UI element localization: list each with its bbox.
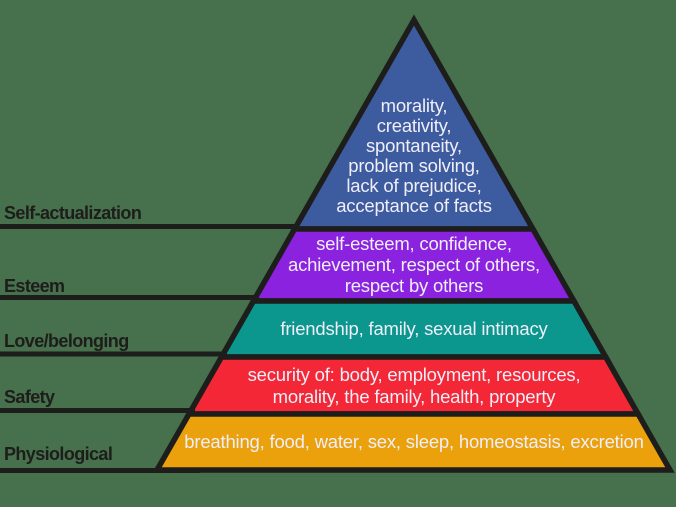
level-label-physiological: Physiological [4,444,113,464]
level-text-line: lack of prejudice, [346,175,482,196]
level-text-esteem: self-esteem, confidence, achievement, re… [139,233,676,296]
level-label-safety: Safety [4,387,55,407]
level-text-line: spontaneity, [366,135,462,156]
level-text-safety: security of: body, employment, resources… [139,364,676,408]
level-shape-physiological [152,411,675,473]
level-text-line: security of: body, employment, resources… [247,364,581,385]
level-text-line: self-esteem, confidence, [316,233,512,254]
level-text-self-actualization: morality, creativity, spontaneity, probl… [139,96,676,216]
level-text-line: friendship, family, sexual intimacy [280,318,548,339]
level-label-esteem: Esteem [4,276,65,296]
level-text-line: problem solving, [348,155,480,176]
level-text-line: morality, the family, health, property [272,386,556,407]
level-text-line: morality, [380,95,448,116]
level-label-love-belonging: Love/belonging [4,331,129,351]
level-label-self-actualization: Self-actualization [4,203,142,223]
level-text-physiological: breathing, food, water, sex, sleep, home… [139,431,676,453]
level-text-line: respect by others [344,275,484,296]
level-text-line: acceptance of facts [336,195,492,216]
level-text-line: achievement, respect of others, [288,254,540,275]
level-text-line: creativity, [376,115,452,136]
level-text-love-belonging: friendship, family, sexual intimacy [139,318,676,340]
level-text-line: breathing, food, water, sex, sleep, home… [184,431,644,452]
